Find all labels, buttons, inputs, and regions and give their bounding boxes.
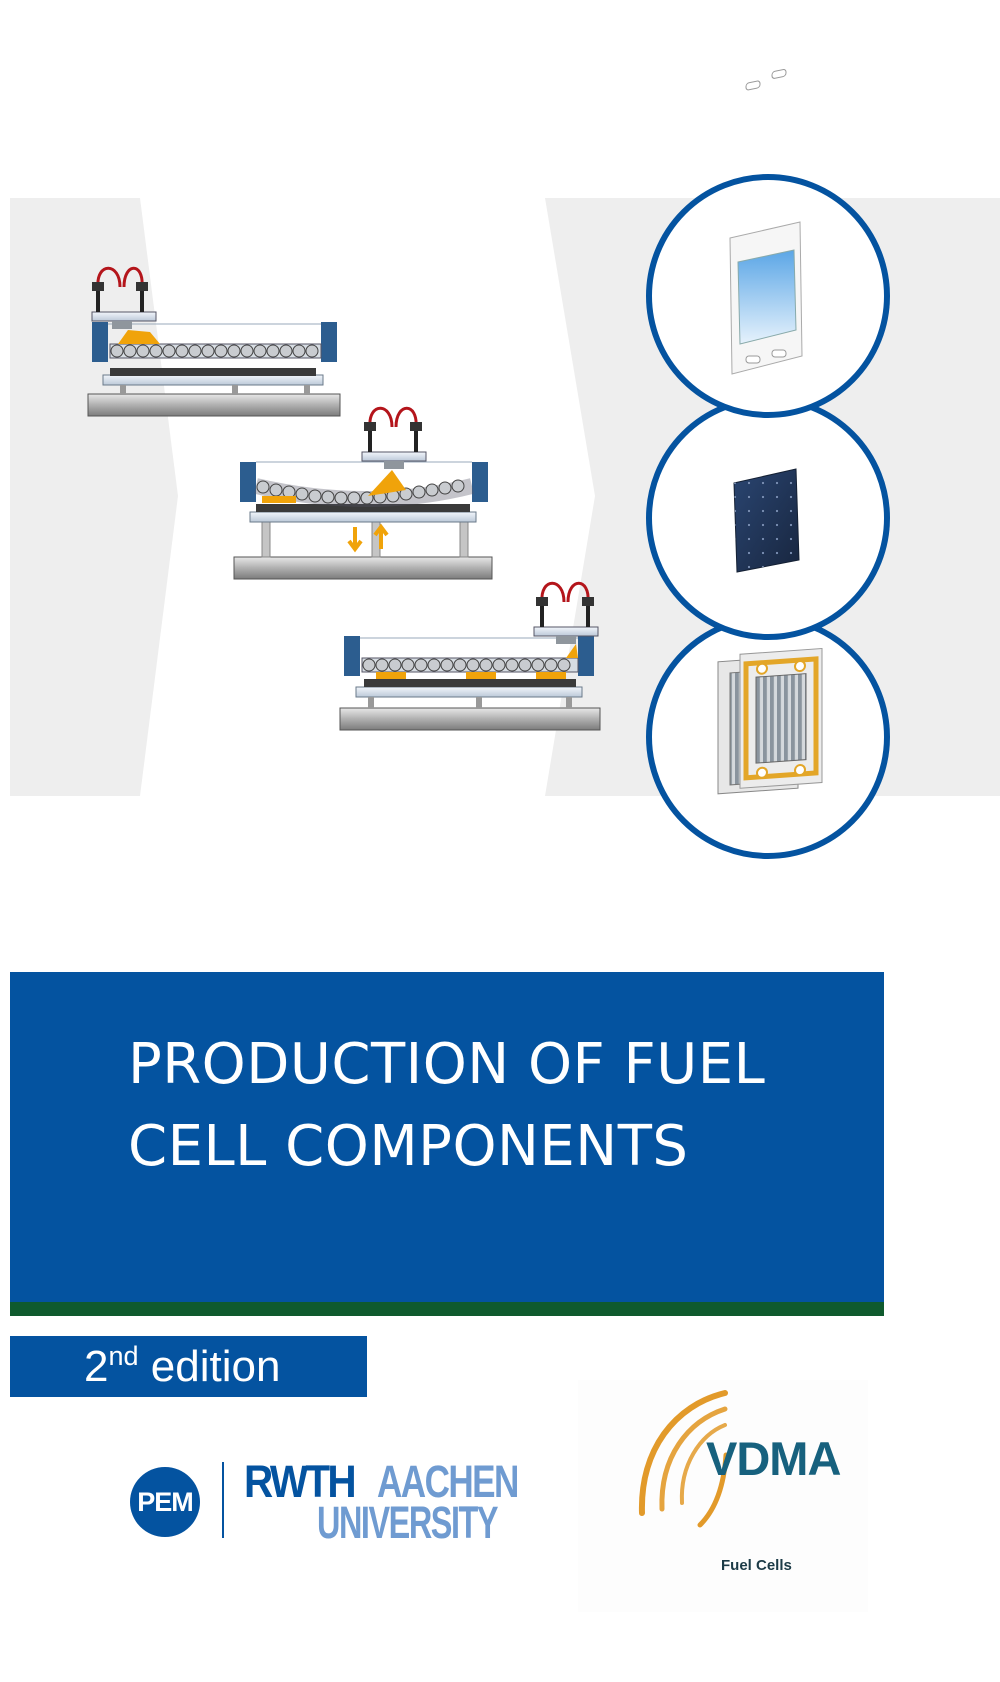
vdma-logo-panel bbox=[578, 1380, 868, 1612]
stack-circle bbox=[646, 615, 890, 859]
edition-label: 2nd edition bbox=[84, 1342, 280, 1392]
edition-tab bbox=[10, 1336, 367, 1397]
edition-number: 2 bbox=[84, 1342, 109, 1391]
coating-station-3 bbox=[339, 581, 601, 731]
title-banner bbox=[10, 972, 884, 1302]
membrane-frame-icon bbox=[729, 68, 803, 375]
university-logo-text: UNIVERSITY bbox=[317, 1497, 498, 1548]
logo-divider bbox=[222, 1462, 224, 1538]
title-line-2: CELL COMPONENTS bbox=[128, 1114, 689, 1179]
aachen-logo-text: AACHEN bbox=[377, 1456, 519, 1507]
pem-logo-text: PEM bbox=[137, 1486, 194, 1517]
title-line-1: PRODUCTION OF FUEL bbox=[128, 1032, 766, 1097]
membrane-circle bbox=[646, 68, 890, 418]
vdma-subtitle: Fuel Cells bbox=[721, 1557, 792, 1574]
document-title: PRODUCTION OF FUEL CELL COMPONENTS bbox=[128, 1024, 848, 1188]
vdma-logo-text: VDMA bbox=[706, 1432, 841, 1485]
fuel-cell-stack-icon bbox=[717, 647, 823, 795]
vdma-arcs-icon bbox=[638, 1390, 729, 1528]
process-illustration bbox=[10, 68, 1000, 859]
coating-station-1 bbox=[87, 266, 341, 417]
gdl-circle bbox=[646, 396, 890, 640]
bipolar-plate-icon bbox=[733, 468, 800, 573]
edition-word: edition bbox=[138, 1342, 281, 1391]
pem-logo: PEM bbox=[130, 1467, 200, 1537]
rwth-logo-text: RWTH bbox=[244, 1456, 357, 1507]
coating-station-2 bbox=[233, 406, 493, 580]
title-stripe bbox=[10, 1302, 884, 1316]
edition-suffix: nd bbox=[108, 1341, 139, 1371]
